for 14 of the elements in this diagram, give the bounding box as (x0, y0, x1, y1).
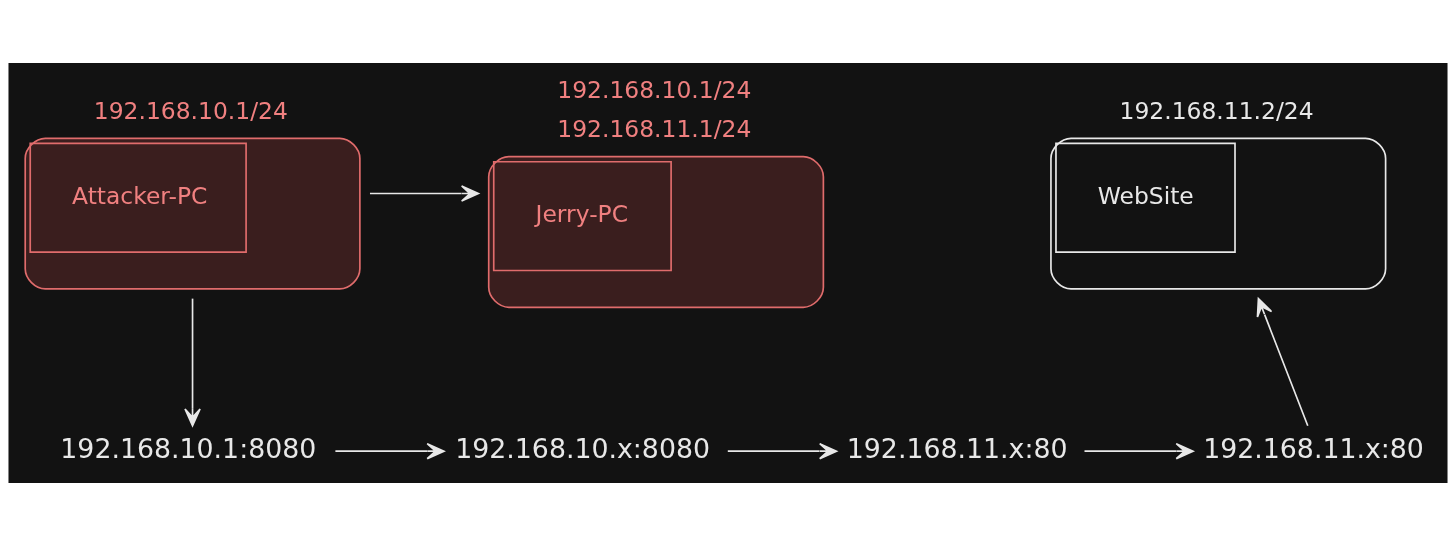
node-text: 192.168.11.x:80 (1203, 432, 1424, 464)
node-text: 192.168.11.x:80 (846, 432, 1068, 464)
node-label: 192.168.11.2/24 (1119, 96, 1314, 125)
arrow (1083, 442, 1194, 460)
arrow (369, 184, 480, 202)
arrow (1256, 297, 1309, 427)
node-text: 192.168.10.x:8080 (455, 432, 710, 464)
node-label: 192.168.10.1/24 (93, 96, 288, 125)
node-label: 192.168.11.1/24 (557, 114, 752, 143)
arrow (726, 442, 838, 460)
node-label: 192.168.10.1/24 (557, 75, 752, 104)
node-text: 192.168.10.1:8080 (60, 432, 317, 464)
arrow (334, 442, 445, 460)
arrow (184, 297, 201, 427)
